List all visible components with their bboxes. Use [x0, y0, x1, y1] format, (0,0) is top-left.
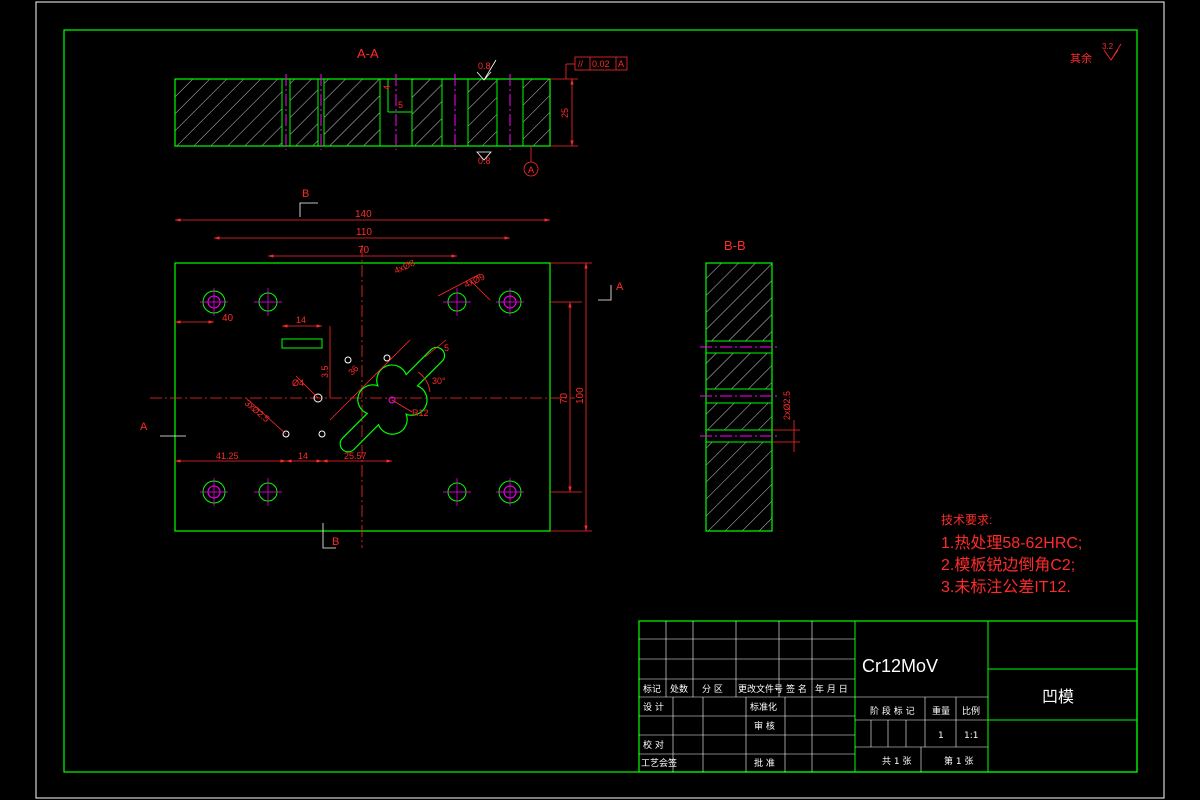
dim-d4: Ø4 [292, 378, 304, 388]
dim-30-deg: 30° [432, 376, 446, 386]
dim-4: 4 [382, 85, 392, 90]
dim-70: 70 [358, 245, 370, 256]
dim-4x9: 4xØ9 [463, 272, 487, 290]
sheet-inner-border [63, 29, 1138, 773]
roughness-other-value: 3.2 [1102, 42, 1114, 51]
dim-25-57: 25.57 [344, 451, 367, 461]
tb-header-date: 年 月 日 [815, 683, 848, 695]
tb-header-change-doc: 更改文件号 [738, 683, 783, 695]
dim-25: 25 [560, 108, 570, 118]
technical-requirements: 技术要求: 1.热处理58-62HRC; 2.模板锐边倒角C2; 3.未标注公差… [941, 513, 1082, 596]
tech-req-item-2: 2.模板锐边倒角C2; [941, 556, 1075, 574]
dim-41-25: 41.25 [216, 451, 239, 461]
dim-5: 5 [398, 100, 403, 110]
cut-a-right-label: A [616, 281, 624, 293]
dim-36: 36 [346, 363, 360, 377]
tb-material: Cr12MoV [862, 656, 938, 676]
section-aa-label: A-A [357, 46, 379, 61]
tb-weight: 重量 [932, 705, 950, 717]
section-bb-label: B-B [724, 238, 746, 253]
tb-approve: 批 准 [754, 757, 775, 769]
corner-holes [200, 288, 524, 506]
tb-header-zone: 分 区 [702, 684, 723, 695]
dim-40: 40 [222, 313, 234, 324]
cut-b-top-label: B [302, 188, 309, 200]
tb-scale: 比例 [962, 705, 980, 717]
tolerance-datum: A [618, 59, 624, 69]
dim-110: 110 [356, 227, 372, 238]
dim-3-5: 3.5 [320, 365, 330, 378]
roughness-top-value: 0.8 [478, 61, 491, 71]
tb-header-count: 处数 [670, 683, 688, 695]
tolerance-symbol: // [578, 59, 584, 69]
tb-check: 校 对 [643, 739, 664, 751]
roughness-bottom-value: 0.8 [478, 156, 491, 166]
tb-review: 审 核 [754, 720, 775, 732]
plan-view: 140 110 70 40 14 41.25 14 25.57 70 100 3… [140, 188, 624, 549]
tb-standardize: 标准化 [750, 701, 777, 713]
tolerance-frame [574, 56, 628, 71]
dim-140: 140 [355, 209, 372, 220]
dim-5-diam: 5 [444, 343, 449, 353]
dim-r12: R12 [412, 408, 429, 418]
dim-4x8: 4xØ8 [393, 258, 417, 276]
section-bb-view: B-B 2xØ2.5 [700, 238, 800, 532]
datum-a-label: A [528, 165, 534, 175]
tb-scale-value: 1:1 [964, 731, 978, 741]
tech-req-title: 技术要求: [941, 513, 992, 527]
tb-stage-mark: 阶 段 标 记 [870, 705, 915, 717]
dim-3x2-5: 3xØ2.5 [243, 398, 272, 424]
tb-part-name: 凹模 [1042, 688, 1074, 706]
title-block: 标记 处数 分 区 更改文件号 签 名 年 月 日 设 计 标准化 审 核 校 … [638, 620, 1138, 773]
dim-14-top: 14 [296, 315, 306, 325]
roughness-other-label: 其余 [1070, 51, 1092, 65]
dim-14-bottom: 14 [298, 451, 308, 461]
dim-2x2-5: 2xØ2.5 [782, 391, 792, 420]
cut-b-bottom-label: B [332, 536, 339, 548]
tb-header-mark: 标记 [643, 683, 661, 695]
cut-a-left-label: A [140, 421, 148, 433]
sheet-outer-border [35, 1, 1165, 799]
roughness-other: 其余 3.2 [1070, 42, 1122, 65]
die-cavity [339, 346, 446, 453]
tech-req-item-1: 1.热处理58-62HRC; [941, 534, 1082, 552]
die-plate-outline [174, 262, 551, 532]
tb-weight-value: 1 [938, 731, 944, 741]
side-slot [281, 338, 323, 349]
tech-req-item-3: 3.未标注公差IT12. [941, 578, 1071, 596]
tb-total-sheets: 共 1 张 [882, 756, 911, 767]
section-aa-view: A-A 25 4 5 0.8 [174, 46, 628, 177]
dim-100-vertical: 100 [575, 387, 586, 404]
dim-70-vertical: 70 [559, 392, 570, 404]
tb-header-signature: 签 名 [786, 683, 807, 695]
datum-a-marker [523, 161, 539, 177]
tb-design: 设 计 [643, 701, 664, 713]
tb-process: 工艺会签 [641, 757, 677, 769]
tolerance-value: 0.02 [592, 59, 610, 69]
tb-sheet-no: 第 1 张 [944, 755, 973, 767]
